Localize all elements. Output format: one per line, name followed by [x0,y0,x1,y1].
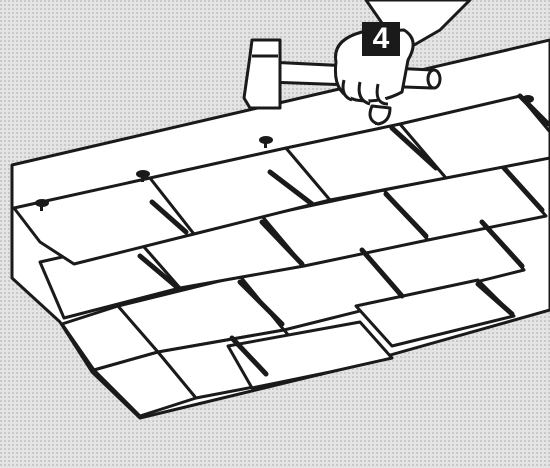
shingle-tab [12,176,196,266]
shingle-slot [267,169,315,207]
shingle-slot [149,199,189,235]
fingers [341,79,389,106]
shingle-slot [229,335,269,377]
shingle-slot [475,281,515,317]
shingle-course-top [12,94,550,266]
shingle-slot [389,125,439,171]
hammer-head [242,38,282,110]
shingle-slot [137,253,181,291]
roofing-nail-icon [522,95,534,106]
shingle-tab [354,278,516,348]
shingle-tab [226,320,394,390]
roofing-nail-icon [136,170,150,182]
shingle-slot [259,219,305,267]
shingle-slots [137,93,550,377]
roofing-nail-icon [35,199,49,211]
shingle-slot [383,191,429,239]
shingle-tab [398,94,550,180]
shingle-slot [237,279,285,327]
thumb [368,104,392,126]
step-number-badge: 4 [362,22,400,56]
roofing-nail-icon [259,136,273,148]
shingle-slot [359,247,405,299]
shingle-slot [479,219,525,269]
shingle-slot [501,165,545,213]
